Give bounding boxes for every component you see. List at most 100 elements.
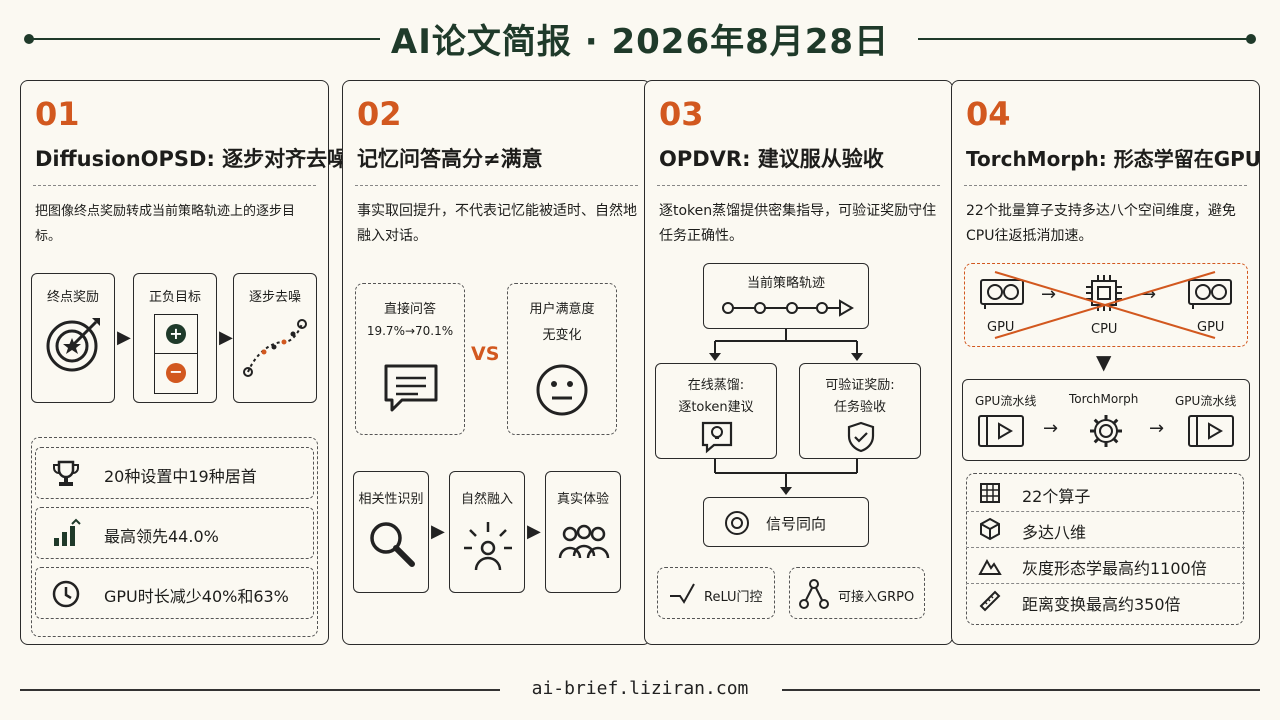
title-right-dot	[1246, 34, 1256, 44]
shield-check-icon	[847, 421, 875, 453]
chat-bubble-icon	[384, 364, 438, 412]
arrow-right-icon: ▶	[527, 521, 541, 542]
user-satisfaction-card: 用户满意度 无变化	[507, 283, 617, 435]
divider	[657, 185, 940, 186]
merge-connector	[714, 459, 858, 495]
device-label: CPU	[1091, 322, 1118, 337]
panel-description: 逐token蒸馏提供密集指导，可验证奖励守住任务正确性。	[659, 203, 937, 244]
denoise-path-icon	[243, 319, 307, 377]
target-circle-icon	[725, 511, 749, 535]
pipeline-label: TorchMorph	[1069, 392, 1139, 406]
box-label: 在线蒸馏:	[687, 378, 745, 393]
title-left-rule	[30, 38, 380, 40]
panel-02: 02 记忆问答高分≠满意 事实取回提升，不代表记忆能被适时、自然地融入对话。 直…	[342, 80, 651, 645]
flow-label: 逐步去噪	[248, 290, 301, 305]
panel-number: 04	[966, 95, 1011, 133]
footer-right-rule	[782, 689, 1260, 691]
grid-icon	[980, 483, 1000, 503]
box-label: 逐token建议	[678, 400, 754, 415]
flow-box-pos-neg-target: 正负目标 + −	[133, 273, 217, 403]
feature-item: 灰度形态学最高约1100倍	[966, 547, 1245, 584]
footer-url[interactable]: ai-brief.liziran.com	[531, 678, 749, 699]
minus-icon: −	[166, 363, 186, 383]
stat-item: GPU时长减少40%和63%	[35, 567, 314, 619]
relu-icon	[670, 583, 695, 604]
person-burst-icon	[464, 522, 512, 571]
lightbulb-chat-icon	[701, 421, 733, 454]
panel-03: 03 OPDVR: 建议服从验收 逐token蒸馏提供密集指导，可验证奖励守住任…	[644, 80, 953, 645]
panel-01: 01 DiffusionOPSD: 逐步对齐去噪 把图像终点奖励转成当前策略轨迹…	[20, 80, 348, 645]
signal-aligned-box: 信号同向	[703, 497, 869, 547]
tag-label: ReLU门控	[704, 590, 763, 605]
arrow-right-icon: ▶	[219, 327, 233, 348]
cross-out-icon	[994, 271, 1216, 339]
target-icon	[46, 318, 100, 372]
flow-box-endpoint-reward: 终点奖励	[31, 273, 115, 403]
flow-label: 相关性识别	[358, 492, 424, 507]
stat-item: 20种设置中19种居首	[35, 447, 314, 499]
gear-icon	[1090, 415, 1122, 447]
panel-number: 03	[659, 95, 704, 133]
stat-text: 最高领先44.0%	[104, 527, 219, 546]
flow-box-relevance: 相关性识别	[353, 471, 429, 593]
arrow-right-icon: ▶	[431, 521, 445, 542]
neutral-face-icon	[536, 364, 588, 416]
panel-description: 把图像终点奖励转成当前策略轨迹上的逐步目标。	[35, 204, 296, 244]
cube-icon	[980, 517, 1000, 541]
pos-neg-block: + −	[154, 314, 198, 394]
title-right-rule	[918, 38, 1248, 40]
relu-gate-tag: ReLU门控	[657, 567, 775, 619]
gpu-card-icon	[980, 279, 1024, 309]
film-play-icon	[1188, 415, 1234, 447]
group-icon	[558, 524, 610, 559]
box-label: 当前策略轨迹	[746, 276, 825, 291]
arrow-right-icon: ▶	[117, 327, 131, 348]
title-left-dot	[24, 34, 34, 44]
feature-text: 22个算子	[1022, 487, 1091, 506]
arrow-right-icon: →	[1043, 418, 1059, 439]
divider	[33, 185, 316, 186]
magnifier-icon	[370, 522, 415, 567]
divider	[964, 185, 1247, 186]
policy-trajectory-box: 当前策略轨迹	[703, 263, 869, 329]
stat-text: GPU时长减少40%和63%	[104, 587, 289, 606]
film-play-icon	[978, 415, 1024, 447]
card-label: 直接问答	[383, 302, 436, 317]
vs-label: VS	[471, 343, 500, 365]
cpu-chip-icon	[1086, 275, 1122, 311]
branch-connector	[709, 329, 863, 361]
trophy-icon	[53, 460, 79, 486]
flow-box-natural-merge: 自然融入	[449, 471, 525, 593]
gpu-card-icon	[1188, 279, 1232, 309]
device-label: GPU	[1197, 320, 1225, 335]
page-title: AI论文简报 · 2026年8月28日	[390, 22, 890, 62]
panel-number: 01	[35, 95, 80, 133]
plus-icon: +	[166, 324, 186, 344]
pipeline-label: GPU流水线	[1175, 394, 1237, 408]
device-label: GPU	[987, 320, 1015, 335]
feature-text: 多达八维	[1022, 523, 1087, 542]
card-label: 用户满意度	[529, 302, 595, 317]
flow-label: 自然融入	[460, 492, 513, 507]
arrow-right-icon: →	[1149, 418, 1165, 439]
panel-title: DiffusionOPSD: 逐步对齐去噪	[35, 147, 349, 171]
panel-description: 22个批量算子支持多达八个空间维度，避免CPU往返抵消加速。	[966, 203, 1236, 244]
stat-item: 最高领先44.0%	[35, 507, 314, 559]
features-group	[966, 473, 1244, 625]
graph-nodes-icon	[799, 579, 829, 609]
grpo-tag: 可接入GRPO	[789, 567, 925, 619]
card-value: 无变化	[542, 328, 582, 343]
verifiable-reward-box: 可验证奖励: 任务验收	[799, 363, 921, 459]
stat-text: 20种设置中19种居首	[104, 467, 257, 486]
arrow-down-icon: ▼	[1096, 350, 1112, 374]
panel-title: 记忆问答高分≠满意	[357, 147, 543, 171]
flow-box-real-experience: 真实体验	[545, 471, 621, 593]
panel-description: 事实取回提升，不代表记忆能被适时、自然地融入对话。	[357, 203, 637, 244]
direct-qa-card: 直接问答 19.7%→70.1%	[355, 283, 465, 435]
ruler-icon	[979, 590, 1001, 612]
growth-chart-icon	[54, 518, 81, 546]
flow-box-step-denoise: 逐步去噪	[233, 273, 317, 403]
cpu-roundtrip-box: GPU → CPU → GPU	[964, 263, 1248, 347]
box-label: 任务验收	[833, 400, 886, 415]
panel-04: 04 TorchMorph: 形态学留在GPU 22个批量算子支持多达八个空间维…	[951, 80, 1261, 645]
